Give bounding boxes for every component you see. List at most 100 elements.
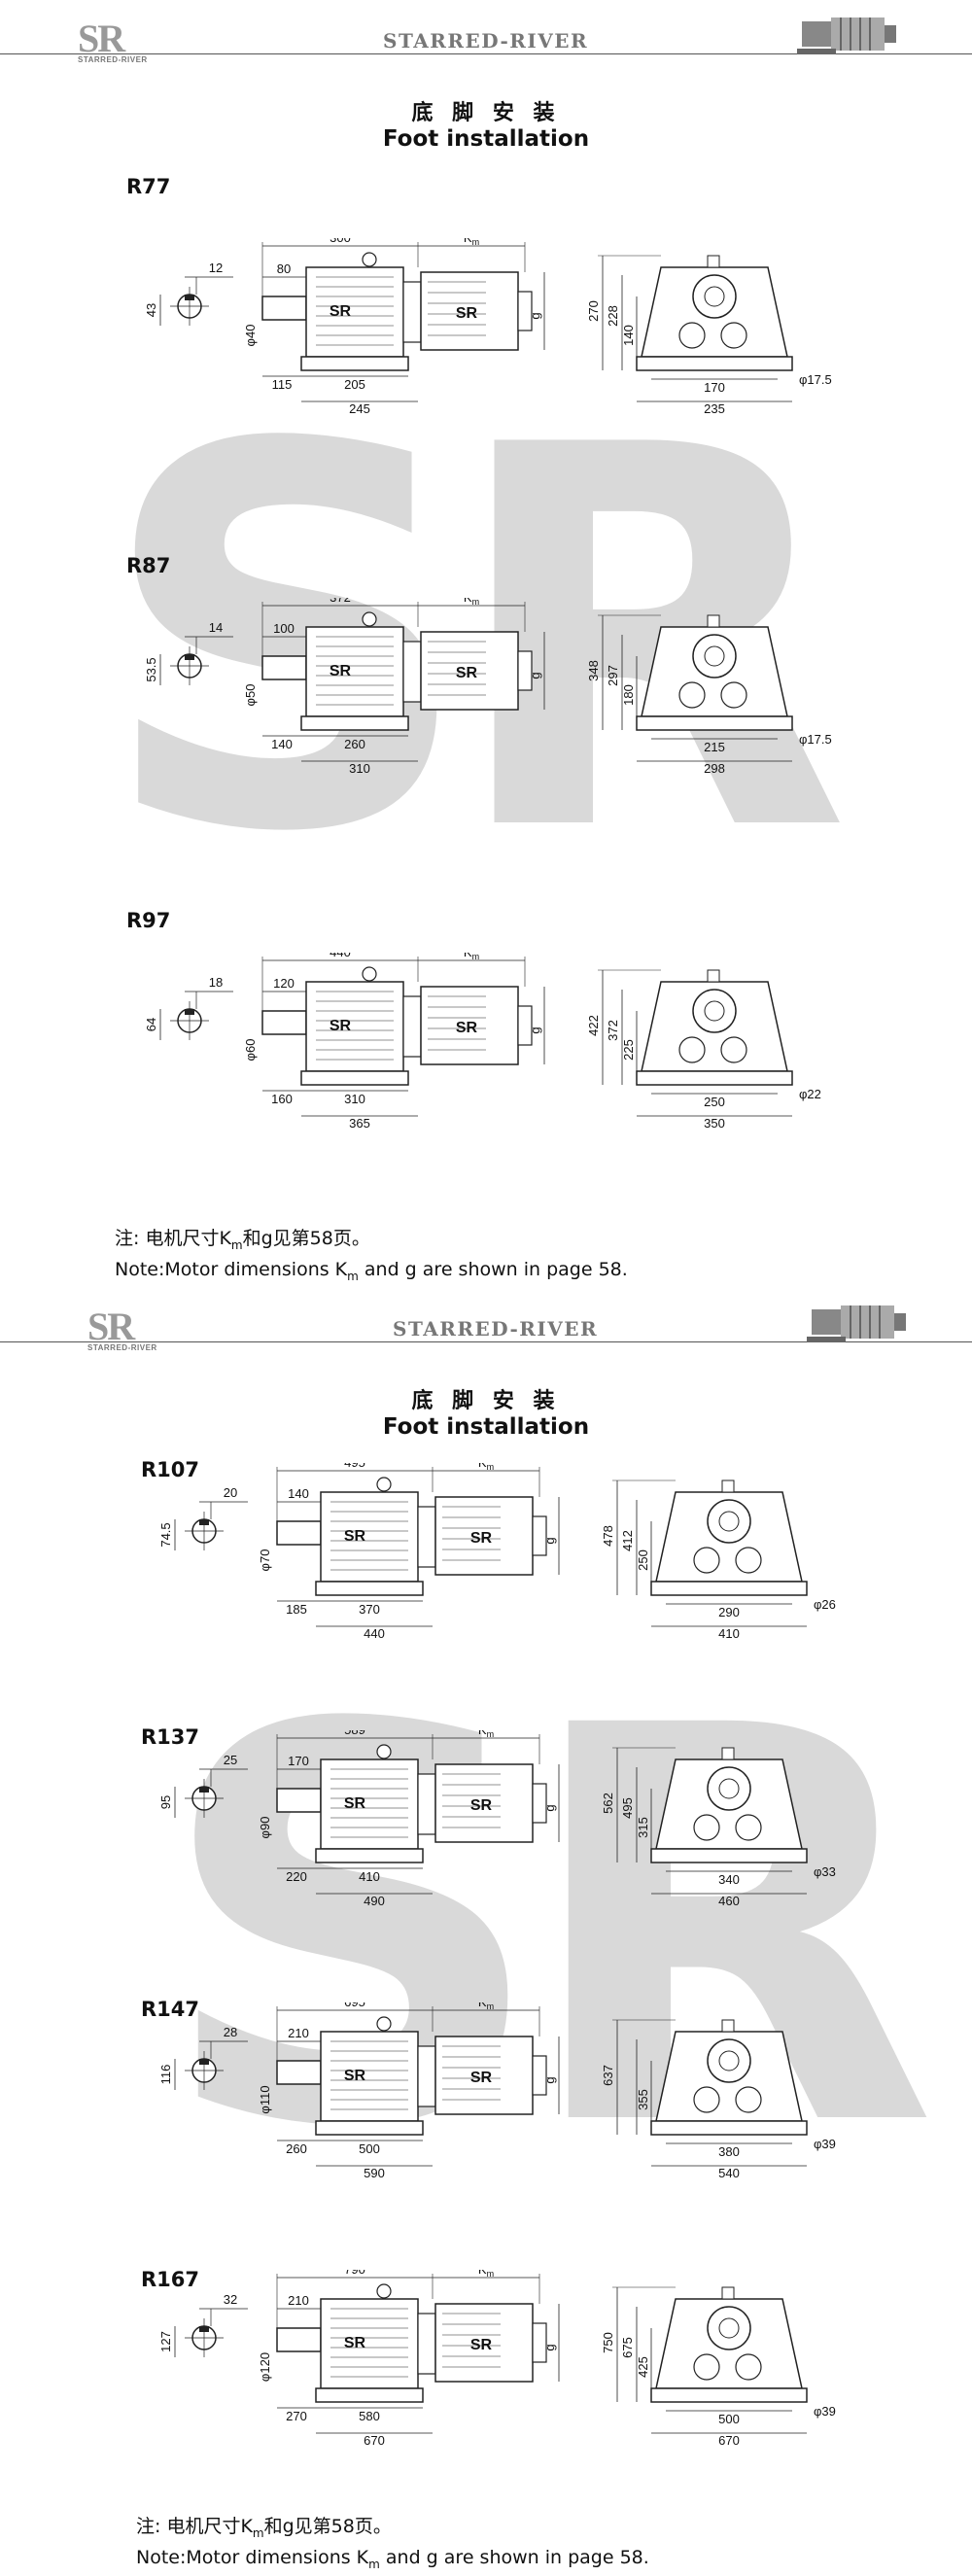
foot-spacing-label: 290 bbox=[718, 1605, 740, 1619]
dim-a-label: 270 bbox=[286, 2409, 307, 2423]
g-label: g bbox=[542, 1537, 557, 1544]
key-width-label: 25 bbox=[224, 1753, 237, 1767]
shaft-diameter-label: φ60 bbox=[243, 1039, 258, 1062]
motor-logo-icon bbox=[797, 17, 896, 54]
height-h1-label: 228 bbox=[606, 305, 620, 327]
side-view: SRSR790Km210gφ120270580670 bbox=[258, 2270, 560, 2448]
height-h1-label: 297 bbox=[606, 665, 620, 686]
shaft-diameter-label: φ70 bbox=[258, 1549, 272, 1572]
header-rule bbox=[0, 53, 972, 54]
sr-badge: SR bbox=[330, 1018, 352, 1034]
total-width-label: 410 bbox=[718, 1626, 740, 1641]
model-label: R147 bbox=[141, 1998, 200, 2021]
shaft-diameter-label: φ110 bbox=[258, 2085, 272, 2113]
dim-a-label: 260 bbox=[286, 2141, 307, 2156]
side-view: SRSR495Km140gφ70185370440 bbox=[258, 1463, 560, 1641]
header-rule bbox=[0, 1341, 972, 1342]
key-width-label: 12 bbox=[209, 261, 223, 275]
shaft-diameter-label: φ90 bbox=[258, 1817, 272, 1839]
km-label: Km bbox=[464, 598, 479, 607]
shaft-end-view: 25 95 bbox=[160, 1753, 248, 1818]
shaft-center-height-label: 425 bbox=[636, 2356, 650, 2378]
g-label: g bbox=[542, 1804, 557, 1811]
shaft-center-height-label: 140 bbox=[621, 325, 636, 346]
foot-installation-drawing: 2074.5SRSR495Km140gφ70185370440478412250… bbox=[160, 1463, 836, 1641]
sr-badge: SR bbox=[344, 1795, 366, 1812]
dim-b-label: 310 bbox=[344, 1092, 365, 1106]
shaft-center-height-label: 315 bbox=[636, 1817, 650, 1838]
shaft-height-label: 127 bbox=[160, 2331, 173, 2352]
sr-badge: SR bbox=[344, 2335, 366, 2351]
g-label: g bbox=[542, 2344, 557, 2350]
dim-a-label: 160 bbox=[271, 1092, 293, 1106]
g-label: g bbox=[528, 1027, 542, 1033]
km-label: Km bbox=[478, 1730, 494, 1739]
shaft-height-label: 43 bbox=[146, 303, 158, 317]
page-title: 底 脚 安 装 Foot installation bbox=[382, 101, 590, 152]
sr-badge: SR bbox=[456, 665, 478, 681]
shaft-length-label: 120 bbox=[273, 976, 295, 991]
foot-installation-drawing: 1243SRSR300Km80gφ40115205245270228140170… bbox=[146, 238, 832, 416]
shaft-height-label: 64 bbox=[146, 1018, 158, 1031]
side-view: SRSR695Km210gφ110260500590 bbox=[258, 2002, 560, 2180]
dim-c-label: 310 bbox=[349, 761, 370, 776]
sr-badge: SR bbox=[456, 305, 478, 322]
dim-c-label: 590 bbox=[364, 2166, 385, 2180]
shaft-height-label: 95 bbox=[160, 1795, 173, 1809]
foot-spacing-label: 380 bbox=[718, 2144, 740, 2159]
sr-badge: SR bbox=[470, 2337, 493, 2353]
foot-installation-drawing: 28116SRSR695Km210gφ110260500590637355380… bbox=[160, 2002, 836, 2180]
height-h1-label: 412 bbox=[620, 1530, 635, 1551]
bolt-hole-label: φ33 bbox=[814, 1864, 836, 1879]
dim-c-label: 365 bbox=[349, 1116, 370, 1131]
height-total-label: 422 bbox=[586, 1015, 601, 1036]
total-length-label: 300 bbox=[330, 238, 351, 245]
shaft-length-label: 170 bbox=[288, 1754, 309, 1768]
bolt-hole-label: φ17.5 bbox=[799, 732, 832, 747]
height-total-label: 348 bbox=[586, 660, 601, 681]
bolt-hole-label: φ26 bbox=[814, 1597, 836, 1612]
watermark-sr: SR bbox=[156, 1613, 938, 2246]
g-label: g bbox=[528, 312, 542, 319]
total-width-label: 670 bbox=[718, 2433, 740, 2448]
side-view: SRSR440Km120gφ60160310365 bbox=[243, 953, 545, 1131]
foot-installation-drawing: 1864SRSR440Km120gφ6016031036542237222525… bbox=[146, 953, 821, 1131]
key-width-label: 28 bbox=[224, 2025, 237, 2039]
shaft-height-label: 116 bbox=[160, 2065, 173, 2085]
height-h1-label: 675 bbox=[620, 2337, 635, 2358]
foot-installation-drawing: 2595SRSR589Km170gφ9022041049056249531534… bbox=[160, 1730, 836, 1908]
shaft-length-label: 140 bbox=[288, 1486, 309, 1501]
total-length-label: 589 bbox=[344, 1730, 365, 1737]
total-length-label: 495 bbox=[344, 1463, 365, 1470]
dim-a-label: 115 bbox=[272, 377, 293, 392]
shaft-end-view: 28 116 bbox=[160, 2025, 248, 2090]
sr-badge: SR bbox=[470, 1797, 493, 1814]
total-width-label: 350 bbox=[704, 1116, 725, 1131]
model-label: R97 bbox=[126, 909, 171, 932]
height-total-label: 637 bbox=[601, 2065, 615, 2086]
dim-b-label: 205 bbox=[344, 377, 365, 392]
brand-name: STARRED-RIVER bbox=[377, 29, 595, 52]
motor-logo-icon bbox=[807, 1305, 906, 1342]
model-label: R137 bbox=[141, 1725, 200, 1749]
foot-spacing-label: 250 bbox=[704, 1095, 725, 1109]
height-total-label: 562 bbox=[601, 1793, 615, 1814]
key-width-label: 20 bbox=[224, 1485, 237, 1500]
page-1: SR SR STARRED-RIVER STARRED-RIVER 底 脚 安 … bbox=[0, 17, 972, 1283]
bolt-hole-label: φ17.5 bbox=[799, 372, 832, 387]
dim-a-label: 220 bbox=[286, 1869, 307, 1884]
dim-a-label: 185 bbox=[286, 1602, 307, 1617]
foot-spacing-label: 340 bbox=[718, 1872, 740, 1887]
dim-b-label: 500 bbox=[359, 2141, 380, 2156]
model-label: R87 bbox=[126, 554, 171, 577]
km-label: Km bbox=[464, 238, 479, 247]
key-width-label: 32 bbox=[224, 2292, 237, 2307]
